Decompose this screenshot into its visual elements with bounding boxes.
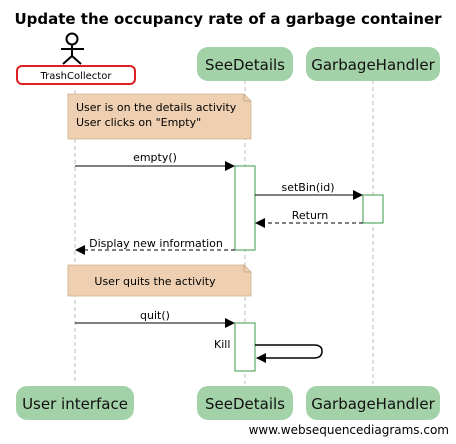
stick-figure-icon xyxy=(61,32,84,65)
message-return-label: Return xyxy=(292,209,329,222)
message-quit-label: quit() xyxy=(140,309,170,322)
watermark-text: www.websequencediagrams.com xyxy=(249,423,449,437)
diagram-title: Update the occupancy rate of a garbage c… xyxy=(14,10,442,28)
participant-garbage-handler-bottom xyxy=(306,386,440,420)
actor-label: TrashCollector xyxy=(40,71,113,82)
message-empty-label: empty() xyxy=(133,151,177,164)
participant-see-details-top xyxy=(197,47,293,81)
activation-see-details-1 xyxy=(234,165,256,251)
participant-garbage-handler-bottom-label: GarbageHandler xyxy=(311,395,435,413)
note-quits-text: User quits the activity xyxy=(94,275,216,288)
actor-highlight-box xyxy=(16,65,136,85)
participant-see-details-bottom xyxy=(197,386,293,420)
message-kill-arrow xyxy=(255,344,323,363)
note-user-on-details xyxy=(67,93,252,140)
participant-user-interface-bottom xyxy=(16,386,134,420)
note-user-quits xyxy=(67,264,252,297)
message-display-label: Display new information xyxy=(89,237,223,250)
message-kill-label: Kill xyxy=(214,338,230,351)
participant-garbage-handler-top xyxy=(306,47,440,81)
activation-garbage-handler xyxy=(362,194,384,224)
note-line-2: User clicks on "Empty" xyxy=(76,116,201,129)
participant-garbage-handler-top-label: GarbageHandler xyxy=(311,56,435,74)
activation-see-details-2 xyxy=(234,322,256,372)
participant-see-details-bottom-label: SeeDetails xyxy=(205,395,285,413)
participant-user-interface-bottom-label: User interface xyxy=(22,395,128,413)
note-line-1: User is on the details activity xyxy=(76,101,237,114)
participant-see-details-top-label: SeeDetails xyxy=(205,56,285,74)
message-set-bin-label: setBin(id) xyxy=(281,181,334,194)
